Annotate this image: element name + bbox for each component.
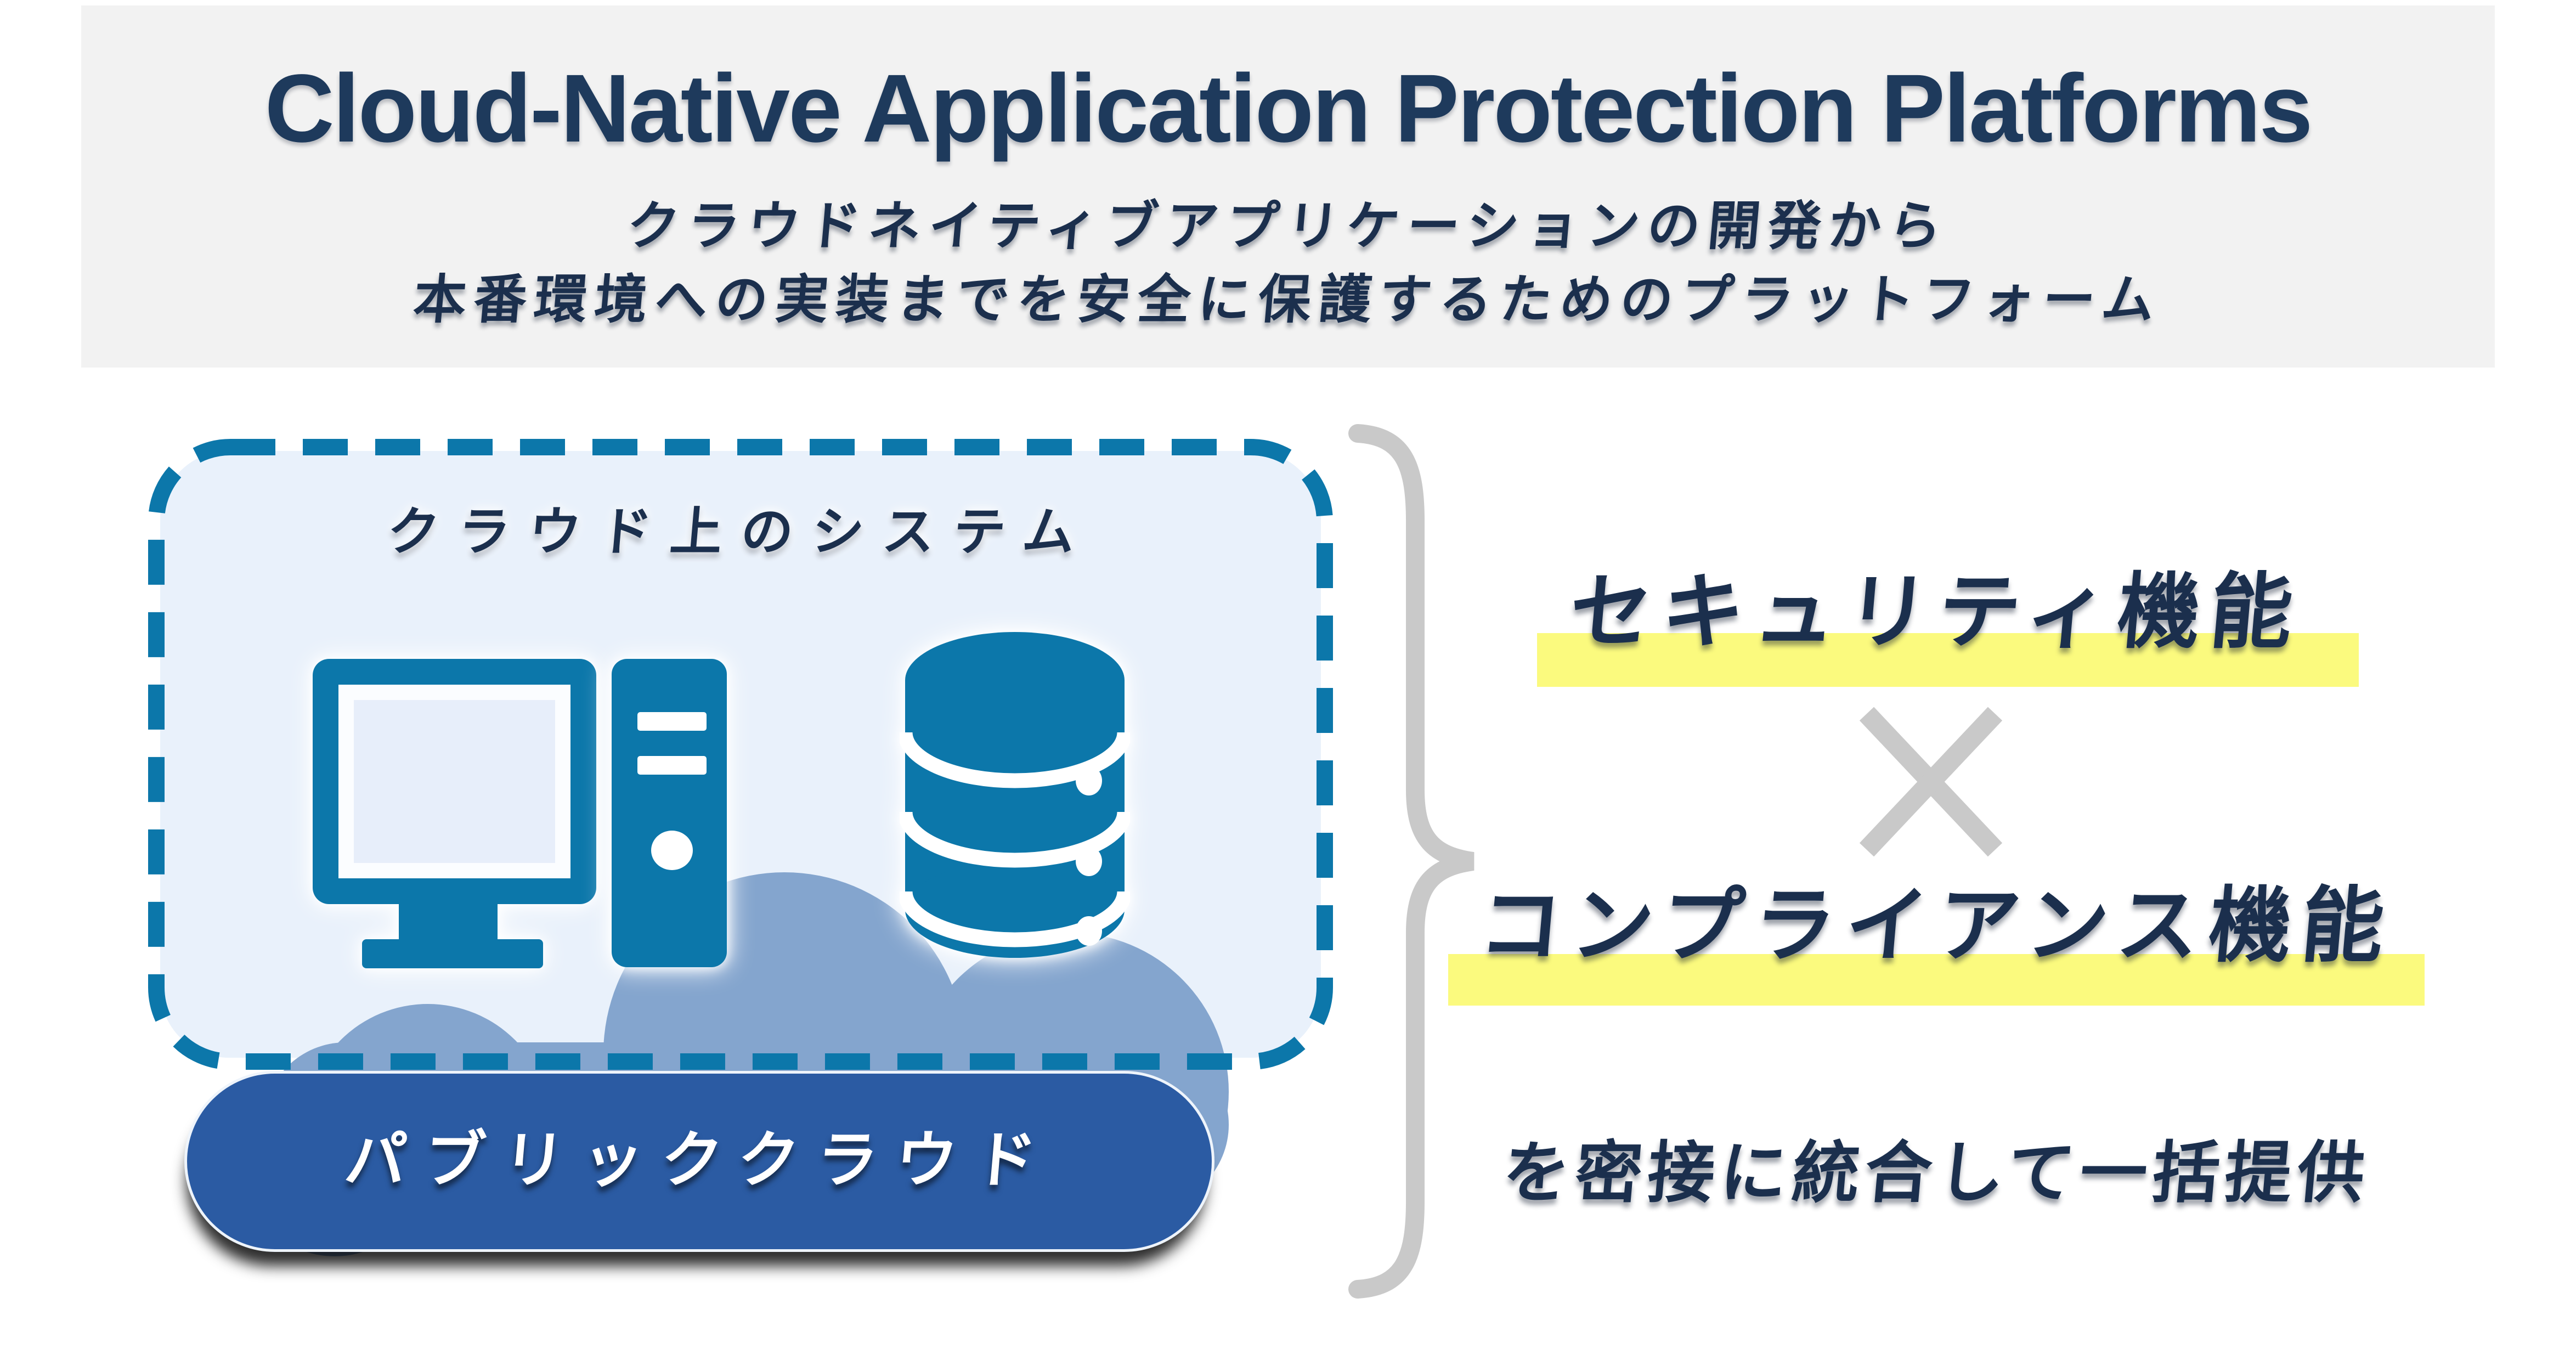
yellow-highlight <box>1448 954 2425 1006</box>
tower-body <box>612 659 727 967</box>
monitor-screen-inner <box>354 700 555 863</box>
subtitle-line-1: クラウドネイティブアプリケーションの開発から <box>624 197 1952 256</box>
desktop-computer-icon <box>313 659 596 968</box>
curly-brace-icon <box>1348 424 1475 1299</box>
page-title: Cloud-Native Application Protection Plat… <box>264 55 2313 162</box>
database-icon <box>900 632 1130 958</box>
tower-button <box>651 831 693 870</box>
monitor-neck <box>399 904 498 939</box>
header-band: Cloud-Native Application Protection Plat… <box>81 5 2495 368</box>
public-cloud-label: パブリッククラウド <box>342 1126 1057 1194</box>
tower-slot <box>637 712 707 731</box>
yellow-highlight <box>1537 633 2359 687</box>
tower-slot <box>637 756 707 775</box>
monitor-base <box>362 939 543 968</box>
compliance-label: コンプライアンス機能 <box>1475 879 2398 972</box>
pc-tower-icon <box>612 659 727 967</box>
dashed-border <box>148 439 1333 1070</box>
security-feature: セキュリティ機能 <box>1476 560 2397 713</box>
public-cloud-banner: パブリッククラウド <box>184 1071 1214 1252</box>
security-label: セキュリティ機能 <box>1566 566 2307 658</box>
cross-icon <box>1859 707 2003 857</box>
integration-tagline: を密接に統合して一括提供 <box>1499 1136 2374 1210</box>
subtitle-line-2: 本番環境への実装までを安全に保護するためのプラットフォーム <box>411 270 2165 329</box>
compliance-feature: コンプライアンス機能 <box>1399 873 2474 1027</box>
